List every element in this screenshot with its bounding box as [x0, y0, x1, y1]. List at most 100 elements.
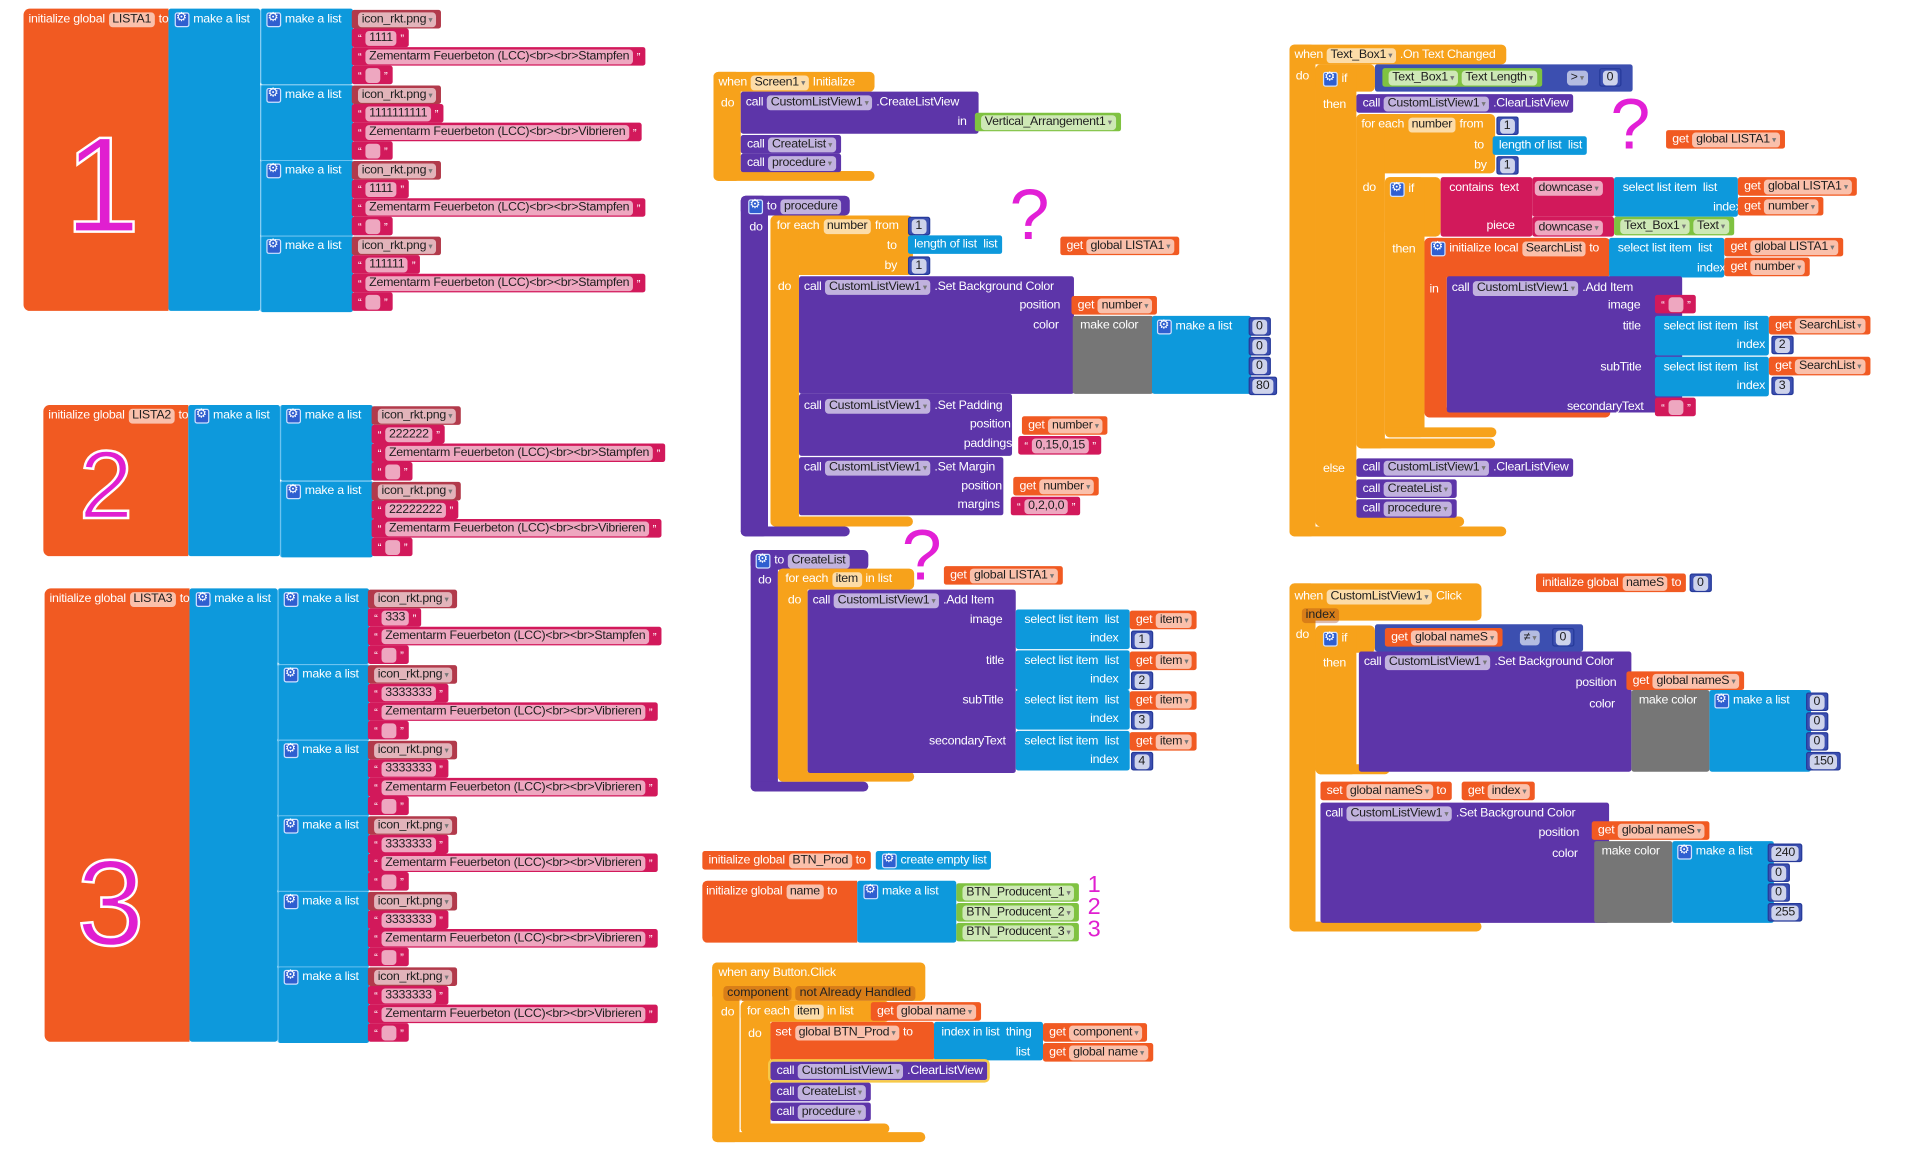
gear-icon[interactable]: [283, 892, 299, 909]
button-component-block[interactable]: BTN_Producent_1: [956, 883, 1080, 902]
text-string-block[interactable]: [1654, 397, 1696, 417]
dropdown-chip[interactable]: CustomListView1: [1326, 589, 1433, 604]
text-string-block[interactable]: 3333333: [367, 834, 448, 854]
number-block[interactable]: 0: [1806, 692, 1829, 712]
text-string-block[interactable]: 1111111111: [351, 104, 444, 123]
dropdown-chip[interactable]: CreateList: [768, 136, 836, 152]
dropdown-chip[interactable]: CustomListView1: [1473, 280, 1579, 296]
downcase-dropdown[interactable]: downcase: [1534, 218, 1603, 237]
number-block[interactable]: 255: [1767, 903, 1803, 922]
variable-dropdown[interactable]: number: [1750, 259, 1805, 275]
text-string-block[interactable]: 0,15,0,15: [1018, 436, 1102, 455]
image-asset-block[interactable]: icon_rkt.png: [367, 891, 458, 911]
number-block[interactable]: 0: [1552, 628, 1575, 647]
text-string-block[interactable]: 222222: [371, 424, 445, 444]
number-block[interactable]: 0: [1248, 336, 1271, 356]
button-component-block[interactable]: BTN_Producent_2: [956, 903, 1080, 922]
variable-dropdown[interactable]: global LISTA1: [1764, 178, 1852, 194]
number-block[interactable]: 240: [1767, 843, 1803, 863]
asset-dropdown[interactable]: icon_rkt.png: [374, 742, 453, 758]
gear-icon[interactable]: [748, 198, 764, 214]
gear-icon[interactable]: [283, 817, 299, 834]
gear-icon[interactable]: [266, 11, 282, 27]
make-color-block[interactable]: [1631, 689, 1710, 772]
text-string-block[interactable]: Zementarm Feuerbeton (LCC)<br><br>Vibrie…: [367, 777, 658, 797]
asset-dropdown[interactable]: icon_rkt.png: [374, 591, 453, 607]
dropdown-chip[interactable]: CreateList: [798, 1084, 866, 1100]
text-string-block[interactable]: 3333333: [367, 986, 448, 1005]
downcase-dropdown[interactable]: downcase: [1534, 178, 1603, 197]
select-list-item-block[interactable]: [1015, 650, 1130, 690]
select-list-item-block[interactable]: [1015, 730, 1130, 771]
text-string-block[interactable]: [367, 720, 409, 740]
text-string-block[interactable]: Zementarm Feuerbeton (LCC)<br><br>Vibrie…: [371, 519, 662, 538]
select-list-item-block[interactable]: [1614, 177, 1738, 217]
number-block[interactable]: 1: [907, 216, 931, 236]
dropdown-chip[interactable]: downcase: [1534, 180, 1603, 196]
variable-dropdown[interactable]: global nameS: [1618, 823, 1705, 838]
image-asset-block[interactable]: icon_rkt.png: [351, 9, 442, 29]
image-asset-block[interactable]: icon_rkt.png: [371, 406, 461, 425]
text-string-block[interactable]: [367, 947, 409, 967]
variable-dropdown[interactable]: SearchList: [1795, 358, 1866, 374]
gear-icon[interactable]: [283, 741, 299, 758]
text-string-block[interactable]: Zementarm Feuerbeton (LCC)<br><br>Stampf…: [367, 626, 662, 646]
dropdown-chip[interactable]: Screen1: [750, 74, 809, 90]
asset-dropdown[interactable]: icon_rkt.png: [357, 162, 437, 178]
text-string-block[interactable]: [367, 645, 409, 664]
number-block[interactable]: 2: [1771, 335, 1794, 355]
make-a-list-block[interactable]: [168, 8, 261, 311]
text-string-block[interactable]: [351, 292, 393, 311]
asset-dropdown[interactable]: icon_rkt.png: [374, 893, 453, 909]
operator-dropdown[interactable]: ≠: [1514, 628, 1545, 647]
asset-dropdown[interactable]: icon_rkt.png: [374, 667, 453, 682]
image-asset-block[interactable]: icon_rkt.png: [367, 589, 458, 609]
dropdown-chip[interactable]: CustomListView1: [833, 592, 940, 608]
dropdown-chip[interactable]: CustomListView1: [1346, 805, 1453, 821]
gear-icon[interactable]: [1322, 630, 1338, 646]
dropdown-chip[interactable]: ≠: [1519, 629, 1541, 645]
gear-icon[interactable]: [266, 237, 282, 254]
dropdown-chip[interactable]: CustomListView1: [825, 279, 931, 295]
text-string-block[interactable]: Zementarm Feuerbeton (LCC)<br><br>Vibrie…: [367, 702, 658, 721]
number-block[interactable]: 1: [1496, 116, 1519, 136]
textbox-text-block[interactable]: Text_Box1Text: [1614, 216, 1734, 236]
number-block[interactable]: 0: [1767, 883, 1790, 902]
number-block[interactable]: 0: [1806, 732, 1829, 751]
select-list-item-block[interactable]: [1654, 356, 1769, 397]
variable-dropdown[interactable]: number: [1097, 297, 1153, 313]
gear-icon[interactable]: [755, 552, 771, 568]
text-string-block[interactable]: Zementarm Feuerbeton (LCC)<br><br>Vibrie…: [367, 1004, 658, 1024]
number-block[interactable]: 1: [1130, 630, 1154, 650]
image-asset-block[interactable]: icon_rkt.png: [351, 85, 442, 105]
variable-dropdown[interactable]: item: [1156, 653, 1193, 669]
gear-icon[interactable]: [195, 590, 211, 607]
add-item-block[interactable]: [1446, 276, 1683, 413]
variable-dropdown[interactable]: number: [1764, 198, 1819, 214]
variable-dropdown[interactable]: global LISTA1: [970, 567, 1058, 583]
variable-dropdown[interactable]: global nameS: [1652, 673, 1740, 689]
number-block[interactable]: 0: [1767, 863, 1790, 882]
text-string-block[interactable]: [367, 796, 409, 816]
variable-dropdown[interactable]: item: [1156, 693, 1193, 708]
text-string-block[interactable]: 111111: [351, 255, 421, 274]
gear-icon[interactable]: [283, 666, 299, 682]
variable-dropdown[interactable]: global LISTA1: [1750, 239, 1839, 255]
text-string-block[interactable]: [367, 872, 409, 891]
image-asset-block[interactable]: icon_rkt.png: [351, 161, 442, 180]
text-string-block[interactable]: 333: [367, 608, 422, 627]
dropdown-chip[interactable]: >: [1566, 69, 1588, 85]
